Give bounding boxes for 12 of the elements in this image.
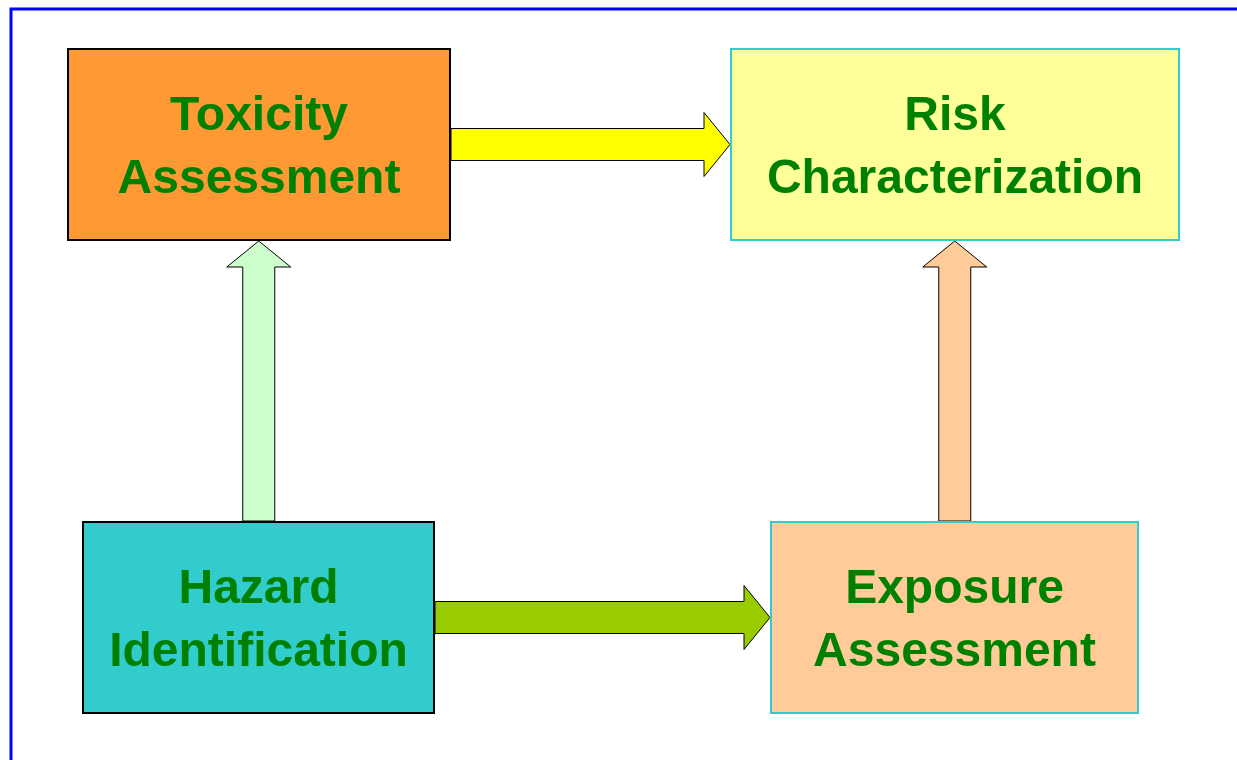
block-arrow <box>450 112 731 177</box>
process-box <box>82 521 435 714</box>
block-arrow <box>434 585 771 650</box>
box-label: Hazard Identification <box>108 558 409 678</box>
block-arrow <box>226 240 292 522</box>
box-label: Exposure Assessment <box>812 558 1097 678</box>
box-label: Risk Characterization <box>765 85 1145 205</box>
process-box <box>730 48 1180 241</box>
process-box <box>770 521 1139 714</box>
block-arrow <box>922 240 988 522</box>
process-box <box>67 48 451 241</box>
box-label: Toxicity Assessment <box>116 85 402 205</box>
